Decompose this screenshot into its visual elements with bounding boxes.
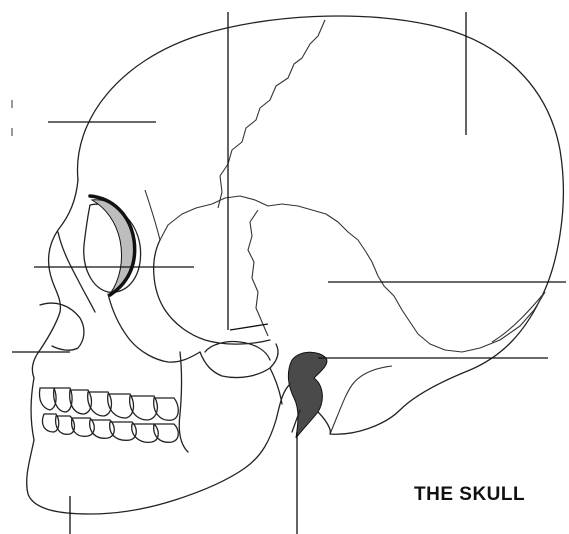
label-leader-lines — [12, 12, 566, 534]
coronal-suture — [218, 20, 325, 208]
frontal-brow — [32, 180, 78, 378]
temporal-process — [200, 344, 278, 378]
lower-teeth — [42, 414, 178, 442]
nasal-bone — [58, 232, 95, 312]
frontozygomatic-suture — [145, 190, 160, 240]
sphenoid-suture — [248, 210, 268, 336]
squamous-suture — [160, 196, 545, 352]
zygomatic-arch — [154, 240, 270, 344]
orbit-shading — [92, 200, 135, 294]
nasal-opening — [40, 303, 84, 350]
mastoid-process — [318, 412, 330, 434]
leader-zygomatic — [230, 324, 268, 330]
mandible-condyle — [270, 368, 282, 404]
zygomatic-bone — [108, 294, 200, 362]
occipital-lower — [330, 366, 392, 434]
diagram-title: THE SKULL — [414, 484, 525, 506]
mandible-ramus — [179, 352, 188, 452]
